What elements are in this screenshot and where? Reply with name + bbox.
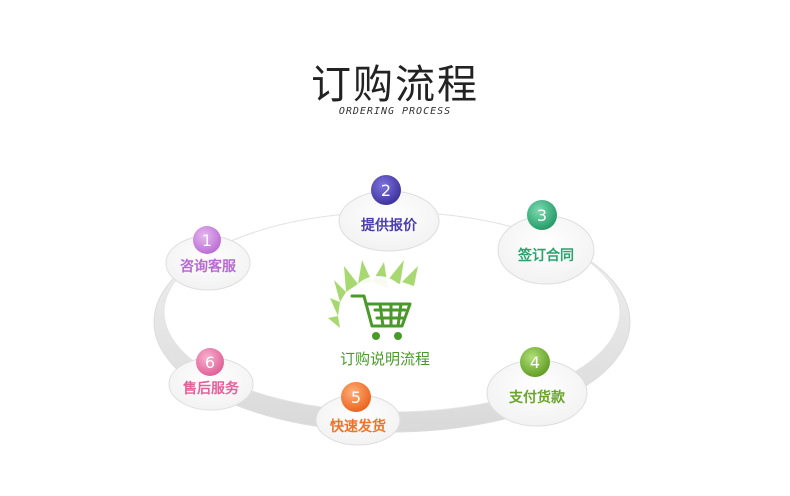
step-2-label: 提供报价 xyxy=(361,217,418,234)
step-1: 1 咨询客服 xyxy=(165,226,251,291)
step-4-label: 支付货款 xyxy=(508,389,566,406)
step-5-badge xyxy=(341,382,371,412)
step-2-number: 2 xyxy=(381,181,391,200)
step-5-label: 快速发货 xyxy=(330,418,386,435)
step-1-label: 咨询客服 xyxy=(180,258,237,275)
step-6: 6 售后服务 xyxy=(168,348,254,411)
step-6-badge xyxy=(196,348,224,376)
page-subtitle: ORDERING PROCESS xyxy=(338,106,452,117)
shopping-cart-icon xyxy=(328,260,418,340)
step-6-label: 售后服务 xyxy=(182,380,240,397)
step-3: 3 签订合同 xyxy=(497,200,595,285)
step-4: 4 支付货款 xyxy=(486,347,588,427)
step-2-badge xyxy=(371,175,401,205)
step-3-number: 3 xyxy=(537,206,547,225)
center-label: 订购说明流程 xyxy=(339,350,430,368)
step-5: 5 快速发货 xyxy=(315,382,401,446)
step-3-label: 签订合同 xyxy=(517,247,574,264)
page-title: 订购流程 xyxy=(311,62,479,108)
step-3-badge xyxy=(527,200,557,230)
step-2: 2 提供报价 xyxy=(338,175,440,252)
step-4-number: 4 xyxy=(530,353,540,372)
step-1-badge xyxy=(193,226,221,254)
step-6-number: 6 xyxy=(205,353,215,372)
step-4-badge xyxy=(520,347,550,377)
step-1-number: 1 xyxy=(202,231,212,250)
step-5-number: 5 xyxy=(351,388,361,407)
